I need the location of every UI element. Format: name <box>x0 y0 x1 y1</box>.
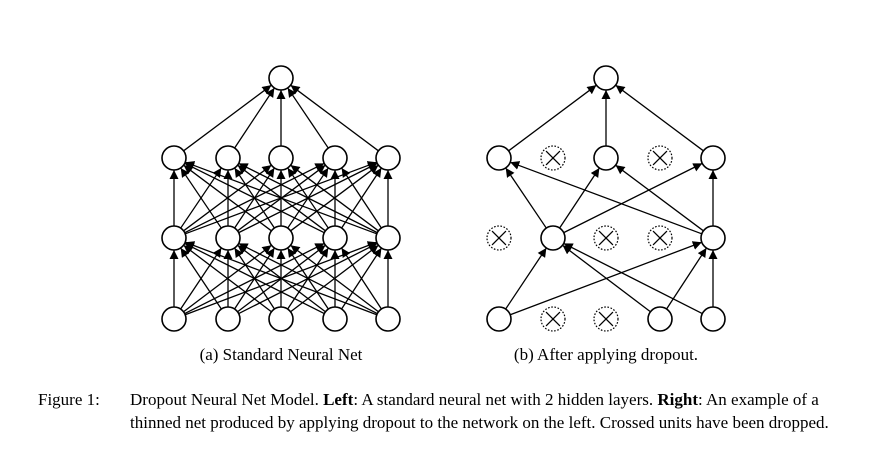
dropped-unit <box>540 145 566 171</box>
neuron-unit <box>322 145 348 171</box>
connection-arrow <box>234 87 275 149</box>
network-diagrams: (a) Standard Neural Net (b) After applyi… <box>161 65 726 364</box>
neuron-unit <box>593 145 619 171</box>
connection-arrow <box>505 167 547 229</box>
neuron-unit <box>161 145 187 171</box>
neuron-unit <box>375 145 401 171</box>
connection-arrow <box>341 167 382 229</box>
neuron-unit <box>215 306 241 332</box>
connection-arrow <box>563 162 703 234</box>
caption-left-keyword: Left <box>323 390 354 409</box>
connection-arrow <box>184 241 378 316</box>
connection-arrow <box>287 87 329 149</box>
dropped-unit <box>593 306 619 332</box>
connection-arrow <box>290 84 379 152</box>
panel-standard-net <box>161 65 401 332</box>
connection-arrow <box>290 244 379 313</box>
connection-arrow <box>562 244 651 313</box>
neuron-unit <box>375 225 401 251</box>
neuron-unit <box>700 306 726 332</box>
neuron-unit <box>375 306 401 332</box>
panel-b-caption: (b) After applying dropout. <box>514 345 698 364</box>
neuron-unit <box>322 306 348 332</box>
neuron-unit <box>700 145 726 171</box>
connection-arrow <box>508 84 597 152</box>
connection-arrow <box>505 247 547 310</box>
connection-arrow <box>666 247 707 310</box>
figure-label: Figure 1: <box>38 390 100 409</box>
dropped-unit <box>593 225 619 251</box>
connection-arrow <box>238 162 378 234</box>
neuron-unit <box>486 145 512 171</box>
connection-arrow <box>290 164 379 232</box>
connection-arrow <box>615 164 704 232</box>
neuron-unit <box>215 145 241 171</box>
neuron-unit <box>540 225 566 251</box>
panel-dropout-net <box>486 65 726 332</box>
neuron-unit <box>647 306 673 332</box>
connection-arrow <box>183 84 272 152</box>
connection-arrow <box>183 164 272 232</box>
connection-arrow <box>563 242 703 315</box>
dropped-unit <box>647 225 673 251</box>
caption-text: Dropout Neural Net Model. Left: A standa… <box>130 390 829 432</box>
connection-arrow <box>184 242 325 315</box>
neuron-unit <box>161 306 187 332</box>
connection-arrow <box>615 84 704 152</box>
connection-arrow <box>559 167 600 229</box>
neuron-unit <box>322 225 348 251</box>
neuron-unit <box>700 225 726 251</box>
connection-arrow <box>510 161 702 235</box>
dropped-unit <box>486 225 512 251</box>
connection-arrow <box>180 247 222 310</box>
neuron-unit <box>268 306 294 332</box>
figure-caption: Figure 1: Dropout Neural Net Model. Left… <box>38 388 858 434</box>
connection-arrow <box>185 161 377 235</box>
connection-arrow <box>180 167 222 229</box>
neuron-unit <box>268 65 294 91</box>
neuron-unit <box>593 65 619 91</box>
connection-arrow <box>184 162 325 234</box>
panel-a-caption: (a) Standard Neural Net <box>200 345 363 364</box>
connection-arrow <box>341 247 382 310</box>
caption-right-keyword: Right <box>657 390 698 409</box>
neuron-unit <box>268 145 294 171</box>
connection-arrow <box>238 242 378 315</box>
connection-arrow <box>183 244 272 313</box>
neuron-unit <box>268 225 294 251</box>
neuron-unit <box>161 225 187 251</box>
figure: (a) Standard Neural Net (b) After applyi… <box>161 65 726 364</box>
dropped-unit <box>647 145 673 171</box>
dropped-unit <box>540 306 566 332</box>
neuron-unit <box>486 306 512 332</box>
neuron-unit <box>215 225 241 251</box>
